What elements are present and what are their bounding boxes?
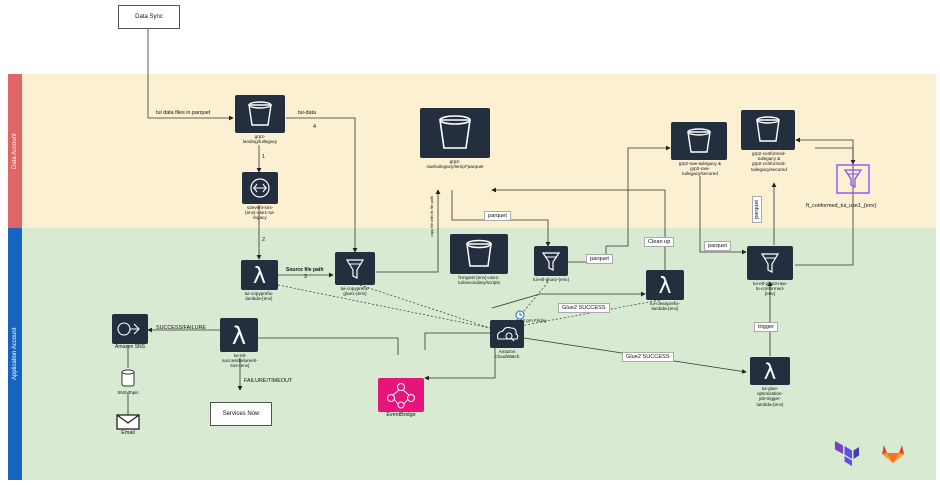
lambda-icon: λ [232, 322, 246, 350]
edge-parquet-a: parquet [484, 211, 511, 221]
conformed-glue-label: tui-etl-glue3-raw- to-conformed- {env} [752, 281, 788, 297]
sns-topic-icon [120, 368, 136, 388]
edge-clean-up: Clean up [644, 237, 675, 247]
cloudwatch-icon [497, 326, 519, 342]
etl-glue2-label: tui-etl-glue2-{env} [532, 277, 569, 282]
scripts-bucket-label: ft-ingest-{env}-use1- tui/secondary/scri… [458, 275, 500, 286]
sftp-step-node [242, 172, 278, 204]
glue-funnel-icon [541, 252, 561, 271]
edge-success-failure: SUCCESS/FAILURE [156, 325, 207, 331]
copyprefix-lambda-node: λ [241, 260, 278, 290]
edge-step-3: 3 [304, 274, 307, 280]
alerts-lambda-node: λ [220, 318, 258, 352]
optimization-lambda-label: tui-glue- optimization- job-trigger- lam… [756, 386, 784, 407]
edge-failure-timeout: FAILURE/TIMEOUT [244, 378, 293, 384]
sns-node [112, 314, 148, 344]
s3-bucket-icon [439, 115, 471, 149]
cleanprefix-lambda-node: λ [646, 270, 684, 300]
edge-tui-data: tui-data [298, 110, 316, 116]
edge-step-2: 2 [262, 237, 265, 243]
data-sync-box: Data Sync [118, 5, 180, 29]
scripts-bucket-node [450, 234, 508, 274]
sns-topic-label: SNS Topic [117, 390, 139, 395]
glue-funnel-icon [345, 259, 365, 279]
edge-tui-data-files: tui data files in parquet [156, 110, 211, 116]
s3-bucket-icon [756, 116, 780, 142]
conformed-bucket-label: grp2-conformed- tuilegacy & grp2-conform… [751, 151, 787, 172]
svg-text:λ: λ [764, 360, 776, 384]
edge-copy-files: copy file with its file path [430, 196, 434, 237]
sftp-step-label: s3event-sns- {env}-use1-tui- legacy [245, 205, 275, 221]
data-sync-label: Data Sync [135, 14, 163, 20]
email-icon [116, 414, 140, 430]
svg-text:λ: λ [658, 274, 671, 299]
raw-temp-bucket-label: grp2- raw/tuilegacy/temp/*parquet [426, 159, 484, 170]
lambda-icon: λ [253, 264, 266, 289]
lambda-icon: λ [658, 274, 671, 299]
s3-bucket-icon [466, 239, 492, 267]
edge-step-1: 1 [262, 154, 265, 160]
clock-icon [515, 307, 525, 320]
services-now-box: Services Now [210, 402, 272, 426]
landing-bucket-node [235, 95, 285, 133]
conformed-table-icon [836, 164, 870, 194]
email-label: Email [121, 430, 135, 436]
edge-parquet-d: parquet [752, 196, 762, 223]
sns-icon [117, 322, 140, 336]
edge-source-file-path: Source file path [286, 267, 324, 273]
svg-text:λ: λ [253, 264, 266, 289]
cloudwatch-node [490, 320, 524, 348]
step-function-icon [250, 178, 270, 198]
eventbridge-icon [387, 383, 415, 409]
raw-temp-bucket-node [420, 108, 490, 158]
gitlab-logo [880, 442, 906, 464]
edge-glue2-success-a: Glue2 SUCCESS [558, 303, 610, 313]
edge-parquet-b: parquet [586, 254, 613, 264]
edge-schedule: 12 pm Friday [520, 318, 547, 323]
lambda-icon: λ [764, 360, 776, 384]
edge-trigger: trigger [754, 322, 778, 332]
edge-glue2-success-b: Glue2 SUCCESS [622, 352, 674, 362]
conformed-table-label: ft_conformed_tui_use1_{env} [806, 203, 877, 209]
raw-secured-bucket-label: grp2-raw-tuilegacy & grp2-raw- tuilegacy… [678, 161, 722, 177]
s3-bucket-icon [248, 101, 272, 126]
optimization-lambda-node: λ [750, 357, 790, 385]
s3-bucket-icon [687, 128, 711, 153]
etl-glue2-node [534, 246, 568, 276]
alerts-lambda-label: tui-etl- successfailureeh- sns-{env} [222, 353, 258, 369]
glue-funnel-icon [760, 253, 780, 273]
services-now-label: Services Now [222, 411, 260, 417]
edge-parquet-c: parquet [704, 241, 731, 251]
eventbridge-label: EventBridge [386, 412, 416, 418]
svg-text:λ: λ [232, 322, 246, 350]
conformed-glue-node [747, 246, 793, 280]
terraform-logo [832, 438, 860, 466]
raw-secured-bucket-node [671, 122, 727, 160]
copyprefix-glue-node [335, 252, 375, 285]
cloudwatch-label: Amazon CloudWatch [494, 349, 520, 360]
eventbridge-node [378, 378, 424, 412]
edge-step-4: 4 [313, 124, 316, 130]
copyprefix-glue-label: tui-copyprefix- glue1-{env} [340, 286, 370, 297]
sns-label: Amazon SNS [114, 344, 145, 350]
conformed-bucket-node [741, 110, 795, 150]
landing-bucket-label: grp2- landing/tuilegacy [242, 134, 278, 145]
cleanprefix-lambda-label: tui-cleanprefix- lambda-{env} [649, 301, 681, 312]
copyprefix-lambda-label: tui-copyprefix- lambda-{env} [244, 291, 274, 302]
